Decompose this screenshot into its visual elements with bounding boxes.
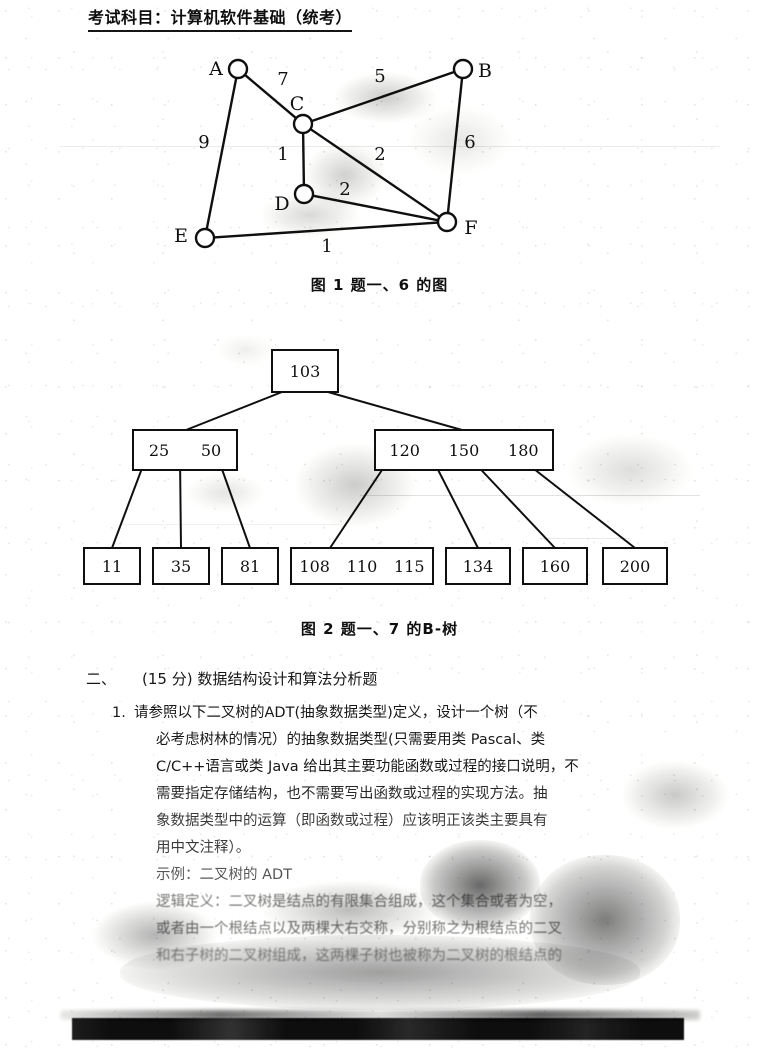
question-line: C/C++语言或类 Java 给出其主要功能函数或过程的接口说明，不 (156, 759, 579, 775)
question-item-1: 1. 请参照以下二叉树的ADT(抽象数据类型)定义，设计一个树（不 必考虑树林的… (112, 700, 694, 970)
btree-key-internal-1-1: 150 (449, 441, 480, 460)
figure2-caption: 图 2 题一、7 的B-树 (300, 620, 459, 638)
btree-key-leaves-1-0: 35 (171, 557, 191, 576)
graph-edge-CD (301, 131, 306, 187)
edge-weight-CD: 1 (277, 144, 288, 165)
question-line: 需要指定存储结构，也不需要写出函数或过程的实现方法。抽 (156, 786, 548, 802)
question-line: 或者由一个根结点以及两棵大右交称，分别称之为根结点的二叉 (156, 921, 562, 937)
btree-key-leaves-3-0: 108 (299, 557, 330, 576)
graph-vertex-label-B: B (478, 60, 492, 82)
graph-edge-CF (309, 127, 441, 219)
btree-link-3 (179, 457, 182, 549)
btree-link-7 (469, 457, 556, 549)
question-line: 用中文注释）。 (156, 840, 251, 856)
btree-node-leaves-3 (290, 547, 434, 585)
btree-key-internal-1-0: 120 (389, 441, 420, 460)
btree-key-leaves-3-2: 115 (394, 557, 425, 576)
section-score: (15 分) (142, 670, 193, 688)
question-line: 和右子树的二叉树组成，这两棵子树也被称为二叉树的根结点的 (156, 948, 562, 964)
edge-weight-CB: 5 (374, 66, 385, 87)
edge-weight-CF: 2 (374, 144, 385, 165)
btree-link-6 (431, 457, 479, 549)
btree-key-internal-1-2: 180 (508, 441, 539, 460)
page-title: 考试科目：计算机软件基础（统考） (88, 4, 353, 32)
question-line: 必考虑树林的情况）的抽象数据类型(只需要用类 Pascal、类 (156, 732, 546, 748)
btree-node-root-0 (271, 349, 339, 393)
btree-key-leaves-4-0: 134 (463, 557, 494, 576)
btree-node-leaves-0 (83, 547, 141, 585)
graph-edge-AE (205, 76, 238, 231)
graph-edge-DF (311, 194, 440, 222)
graph-vertex-D (293, 183, 315, 205)
btree-node-leaves-4 (445, 547, 511, 585)
btree-canvas: 103 25 50 120 150 180 11 35 81 108 110 115 134 160 200 (83, 349, 668, 585)
edge-weight-AC: 7 (277, 69, 288, 90)
question-line: 象数据类型中的运算（即函数或过程）应该明正该类主要具有 (156, 813, 548, 829)
graph-vertex-A (227, 58, 249, 80)
question-line: 逻辑定义：二叉树是结点的有限集合组成，这个集合或者为空， (156, 894, 562, 910)
graph-vertex-label-C: C (290, 93, 305, 115)
figure-weighted-graph: 7 5 9 6 1 2 2 1 A B C D E F (0, 40, 759, 265)
btree-node-leaves-5 (522, 547, 588, 585)
btree-key-internal-0-1: 50 (201, 441, 221, 460)
btree-key-root-0-0: 103 (290, 362, 321, 381)
btree-key-leaves-0-0: 11 (102, 557, 122, 576)
graph-vertex-E (194, 227, 216, 249)
graph-vertex-F (436, 211, 458, 233)
graph-edge-AC (243, 73, 298, 120)
btree-key-internal-0-0: 25 (149, 441, 169, 460)
figure1-caption: 图 1 题一、6 的图 (310, 276, 449, 294)
graph-canvas: 7 5 9 6 1 2 2 1 A B C D E F (174, 58, 492, 257)
btree-key-leaves-3-1: 110 (347, 557, 378, 576)
btree-node-leaves-6 (602, 547, 668, 585)
edge-weight-AE: 9 (198, 132, 209, 153)
section-number: 二、 (86, 670, 117, 688)
graph-vertex-label-D: D (274, 193, 289, 215)
edge-weight-EF: 1 (321, 236, 332, 257)
section-title: 数据结构设计和算法分析题 (197, 670, 378, 688)
graph-vertex-label-A: A (208, 58, 223, 80)
btree-node-leaves-1 (152, 547, 210, 585)
graph-vertex-B (452, 58, 474, 80)
edge-weight-BF: 6 (464, 132, 475, 153)
question-line: 示例：二叉树的 ADT (156, 867, 293, 883)
btree-node-internal-0 (132, 429, 238, 471)
btree-node-internal-1 (374, 429, 554, 471)
graph-vertex-C (292, 113, 314, 135)
btree-key-leaves-6-0: 200 (620, 557, 651, 576)
scan-edge-shadow (60, 1010, 700, 1020)
section-heading: 二、 (15 分) 数据结构设计和算法分析题 (86, 668, 377, 689)
btree-key-leaves-2-0: 81 (240, 557, 260, 576)
question-label: 1. (112, 705, 126, 721)
graph-edge-BF (446, 76, 464, 215)
btree-link-1 (327, 391, 463, 431)
btree-node-leaves-2 (221, 547, 279, 585)
figure-btree: 103 25 50 120 150 180 11 35 81 108 110 115 134 160 200 (0, 340, 759, 605)
btree-link-4 (217, 457, 251, 549)
graph-edge-EF (212, 221, 440, 239)
btree-key-leaves-5-0: 160 (540, 557, 571, 576)
graph-vertex-label-E: E (174, 225, 188, 247)
graph-edge-CB (310, 70, 456, 123)
scan-bottom-edge (72, 1018, 684, 1040)
question-line: 请参照以下二叉树的ADT(抽象数据类型)定义，设计一个树（不 (134, 705, 538, 721)
graph-vertex-label-F: F (464, 217, 477, 239)
edge-weight-DF: 2 (339, 179, 350, 200)
btree-link-0 (185, 391, 283, 431)
btree-link-8 (519, 457, 636, 549)
